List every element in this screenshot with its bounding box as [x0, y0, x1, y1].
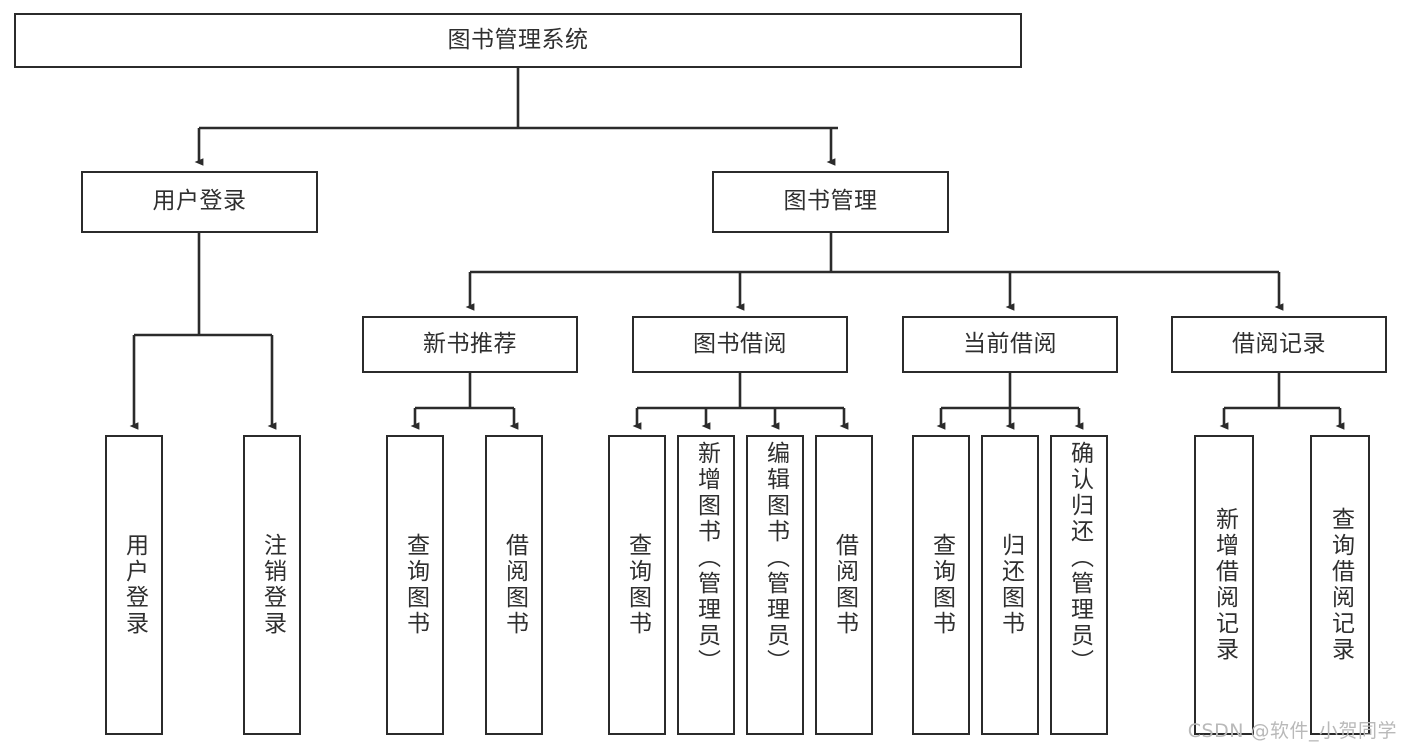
node-label: 查询图书: [402, 533, 429, 637]
node-label: 新增图书（管理员）: [693, 441, 720, 675]
node-book-management[interactable]: 图书管理: [712, 171, 949, 233]
node-user-login[interactable]: 用户登录: [81, 171, 318, 233]
node-borrow-record[interactable]: 借阅记录: [1171, 316, 1387, 373]
leaf-book-borrow-query-book[interactable]: 查询图书: [608, 435, 666, 735]
leaf-borrow-record-query-record[interactable]: 查询借阅记录: [1310, 435, 1370, 735]
node-label: 借阅图书: [501, 533, 528, 637]
node-label: 编辑图书（管理员）: [762, 441, 789, 675]
node-label: 图书管理系统: [447, 26, 589, 53]
node-root-book-management-system[interactable]: 图书管理系统: [14, 13, 1022, 68]
node-label: 用户登录: [152, 188, 247, 215]
node-label: 新书推荐: [423, 330, 517, 357]
leaf-new-book-borrow-book[interactable]: 借阅图书: [485, 435, 543, 735]
node-label: 归还图书: [997, 533, 1024, 637]
leaf-new-book-query-book[interactable]: 查询图书: [386, 435, 444, 735]
leaf-user-login-signout[interactable]: 注销登录: [243, 435, 301, 735]
leaf-book-borrow-add-book-admin[interactable]: 新增图书（管理员）: [677, 435, 735, 735]
node-label: 查询图书: [624, 533, 651, 637]
leaf-current-borrow-confirm-return-admin[interactable]: 确认归还（管理员）: [1050, 435, 1108, 735]
leaf-user-login-signin[interactable]: 用户登录: [105, 435, 163, 735]
node-label: 借阅图书: [831, 533, 858, 637]
leaf-book-borrow-borrow-book[interactable]: 借阅图书: [815, 435, 873, 735]
node-label: 确认归还（管理员）: [1066, 441, 1093, 675]
leaf-borrow-record-add-record[interactable]: 新增借阅记录: [1194, 435, 1254, 735]
node-label: 查询图书: [928, 533, 955, 637]
node-book-borrow[interactable]: 图书借阅: [632, 316, 848, 373]
leaf-current-borrow-query-book[interactable]: 查询图书: [912, 435, 970, 735]
node-label: 借阅记录: [1232, 330, 1326, 357]
node-label: 图书管理: [783, 188, 878, 215]
node-label: 当前借阅: [963, 330, 1057, 357]
node-label: 查询借阅记录: [1327, 507, 1354, 663]
watermark-text: CSDN @软件_小贺同学: [1187, 720, 1397, 742]
leaf-current-borrow-return-book[interactable]: 归还图书: [981, 435, 1039, 735]
node-new-book-recommend[interactable]: 新书推荐: [362, 316, 578, 373]
node-label: 新增借阅记录: [1211, 507, 1238, 663]
leaf-book-borrow-edit-book-admin[interactable]: 编辑图书（管理员）: [746, 435, 804, 735]
node-label: 图书借阅: [693, 330, 787, 357]
node-label: 注销登录: [259, 533, 286, 637]
node-current-borrow[interactable]: 当前借阅: [902, 316, 1118, 373]
node-label: 用户登录: [121, 533, 148, 637]
